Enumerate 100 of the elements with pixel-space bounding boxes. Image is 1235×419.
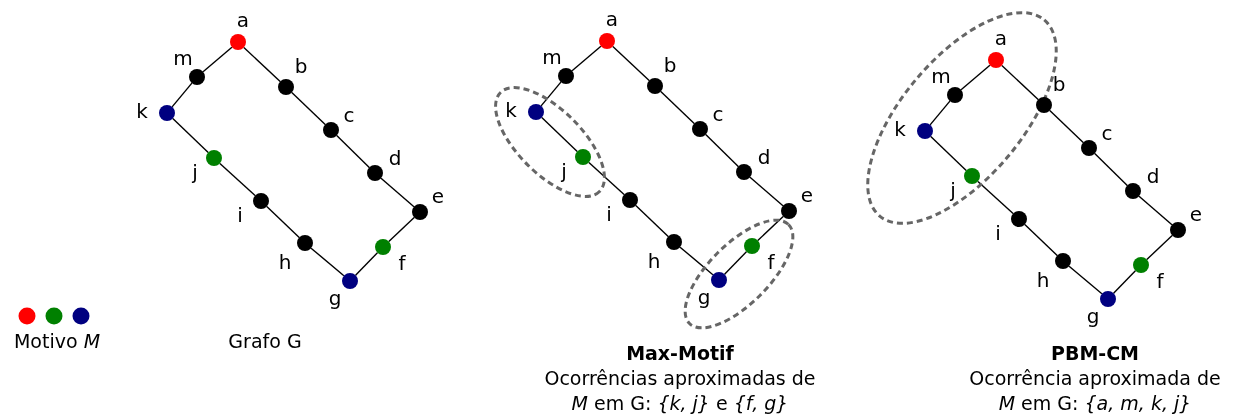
graph-edge — [679, 246, 714, 276]
vertex-label: j — [950, 180, 956, 200]
vertex-label: k — [136, 101, 148, 121]
graph-edge — [388, 216, 415, 243]
vertex-label: e — [800, 185, 814, 205]
graph-edge — [929, 100, 951, 126]
graph-vertex — [297, 235, 313, 251]
graph-vertex — [412, 204, 428, 220]
vertex-label: d — [757, 147, 771, 167]
legend-caption: Motivo M — [12, 329, 102, 354]
vertex-label: b — [1052, 74, 1066, 94]
method-title: PBM-CM — [1049, 341, 1141, 366]
graph-edge — [1049, 109, 1084, 144]
graph-edge — [705, 133, 739, 168]
graph-edge — [1138, 195, 1173, 226]
graph-vertex — [1055, 253, 1071, 269]
vertex-label: c — [1101, 123, 1113, 143]
graph-caption: Grafo G — [227, 329, 303, 354]
graph-edge — [380, 177, 415, 208]
vertex-label: b — [294, 56, 308, 76]
graph-vertex — [1170, 222, 1186, 238]
vertex-label: f — [767, 252, 775, 272]
vertex-label: m — [542, 47, 562, 67]
graph-edge — [171, 82, 193, 108]
graph-vertex — [253, 193, 269, 209]
graph-vertex — [189, 69, 205, 85]
vertex-label: i — [606, 204, 612, 224]
graph-edge — [612, 45, 650, 82]
graph-vertex — [230, 34, 246, 50]
graph-edge — [960, 64, 991, 91]
graph-vertex — [622, 192, 638, 208]
graph-vertex — [692, 121, 708, 137]
vertex-label: h — [647, 251, 661, 271]
graph-edge — [588, 161, 625, 196]
graph-vertex — [375, 239, 391, 255]
vertex-label: b — [663, 55, 677, 75]
graph-edge — [930, 135, 967, 172]
graph-edge — [219, 162, 256, 197]
vertex-label: f — [1156, 271, 1164, 291]
method-title: Max-Motif — [625, 341, 735, 366]
graph-vertex — [917, 123, 933, 139]
graph-vertex — [575, 149, 591, 165]
graph-edge — [635, 204, 669, 238]
graph-edge — [202, 46, 233, 73]
graph-edge — [354, 252, 379, 276]
method-caption: Ocorrências aproximadas de M em G: {k, j} e {f, g} — [543, 366, 817, 416]
vertex-label: f — [398, 253, 406, 273]
graph-edge — [1068, 265, 1103, 295]
graph-vertex — [736, 164, 752, 180]
graph-vertex — [988, 52, 1004, 68]
graph-edge — [571, 45, 602, 72]
graph-vertex — [947, 87, 963, 103]
graph-edge — [172, 117, 209, 154]
vertex-label: c — [343, 105, 355, 125]
vertex-label: g — [328, 288, 342, 308]
vertex-label: a — [994, 28, 1008, 48]
graph-edge — [243, 46, 281, 83]
graph-edge — [723, 251, 748, 275]
vertex-label: j — [561, 161, 567, 181]
graph-vertex — [1133, 257, 1149, 273]
graph-edge — [749, 176, 784, 207]
graph-vertex — [558, 68, 574, 84]
graph-vertex — [367, 165, 383, 181]
vertex-label: g — [1086, 306, 1100, 326]
vertex-label: e — [1189, 204, 1203, 224]
vertex-label: m — [931, 66, 951, 86]
graph-vertex — [666, 234, 682, 250]
graph-edge — [291, 91, 326, 126]
vertex-label: g — [697, 287, 711, 307]
vertex-label: k — [505, 100, 517, 120]
vertex-label: m — [173, 48, 193, 68]
graph-vertex — [781, 203, 797, 219]
method-caption: Ocorrência aproximada de M em G: {a, m, k, j} — [968, 366, 1222, 416]
vertex-label: e — [431, 186, 445, 206]
graph-vertex — [342, 273, 358, 289]
graph-edge — [336, 134, 370, 169]
graph-vertex — [964, 168, 980, 184]
graph-edge — [977, 180, 1014, 215]
vertex-label: h — [278, 252, 292, 272]
graph-vertex — [206, 150, 222, 166]
vertex-label: c — [712, 104, 724, 124]
graph-edge — [1094, 152, 1128, 187]
graph-edge — [310, 247, 345, 277]
graph-edge — [660, 90, 695, 125]
graph-vertex — [647, 78, 663, 94]
graph-vertex — [1081, 140, 1097, 156]
graph-vertex — [159, 105, 175, 121]
graph-vertex — [1036, 97, 1052, 113]
graph-edge — [540, 81, 562, 107]
vertex-label: d — [1146, 166, 1160, 186]
graph-edge — [1112, 270, 1137, 294]
graph-vertex — [278, 79, 294, 95]
vertex-label: j — [192, 162, 198, 182]
vertex-label: i — [237, 205, 243, 225]
graph-vertex — [744, 238, 760, 254]
graph-edge — [266, 205, 300, 239]
graph-vertex — [528, 104, 544, 120]
vertex-label: h — [1036, 270, 1050, 290]
graph-vertex — [1100, 291, 1116, 307]
graph-edge — [1024, 223, 1058, 257]
